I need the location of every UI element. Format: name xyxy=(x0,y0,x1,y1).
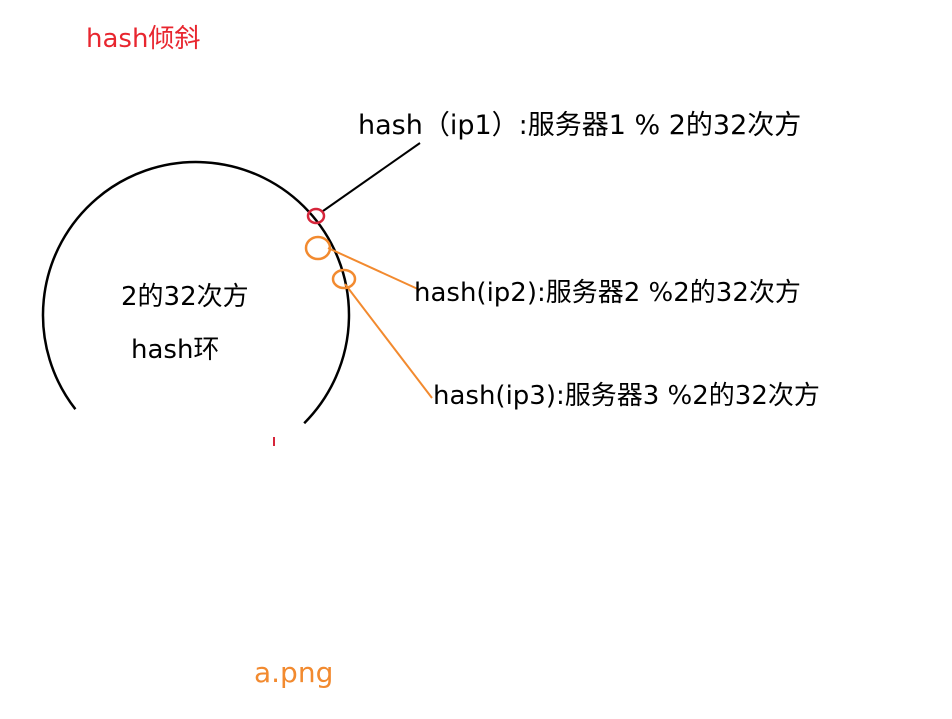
server-1-node-marker xyxy=(306,207,326,225)
server-3-leader-line xyxy=(344,283,433,399)
server-3-label: hash(ip3):服务器3 %2的32次方 xyxy=(433,381,820,411)
file-label: a.png xyxy=(254,656,334,689)
diagram-title: hash倾斜 xyxy=(86,24,201,54)
ring-size-label: 2的32次方 xyxy=(121,282,249,312)
server-3-node-marker xyxy=(331,268,357,290)
server-1-leader-line xyxy=(322,142,421,212)
server-2-node-marker xyxy=(304,235,332,261)
ring-name-label: hash环 xyxy=(131,335,220,365)
server-2-leader-line xyxy=(327,247,421,291)
hash-ring xyxy=(41,160,351,425)
server-2-label: hash(ip2):服务器2 %2的32次方 xyxy=(414,278,801,308)
server-1-label: hash（ip1）:服务器1 % 2的32次方 xyxy=(358,110,802,141)
